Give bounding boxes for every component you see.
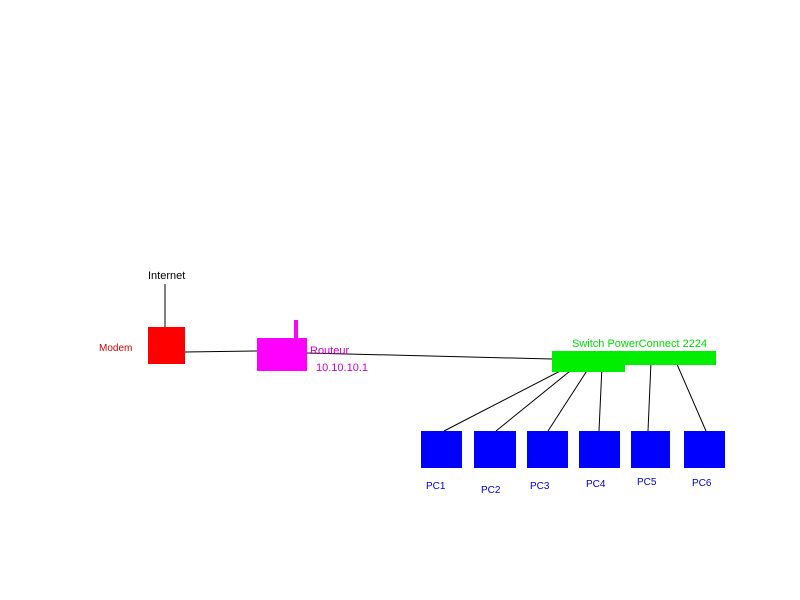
router-ip: 10.10.10.1 (316, 362, 368, 372)
switch-pc2-link (495, 366, 576, 432)
router-switch-link (306, 352, 553, 360)
pc4-label: PC4 (586, 479, 606, 490)
switch-pc6-link (675, 361, 707, 432)
switch-pc5-link (647, 361, 652, 432)
modem-device[interactable] (148, 327, 185, 364)
pc1-device[interactable] (421, 431, 462, 468)
pc2-device[interactable] (474, 431, 516, 468)
pc5-label: PC5 (637, 477, 657, 488)
pc2-label: PC2 (481, 485, 501, 496)
modem-label: Modem (99, 343, 133, 354)
pc6-device[interactable] (684, 431, 725, 468)
pc5-device[interactable] (631, 431, 670, 468)
switch-device[interactable] (552, 351, 716, 365)
switch-device-base (552, 364, 625, 372)
router-antenna (294, 320, 298, 338)
pc3-device[interactable] (527, 431, 568, 468)
switch-label: Switch PowerConnect 2224 (572, 338, 708, 350)
pc3-label: PC3 (530, 481, 550, 492)
router-label: Routeur (310, 345, 350, 357)
switch-pc4-link (598, 365, 603, 432)
modem-router-link (184, 350, 258, 353)
switch-pc1-link (443, 367, 567, 432)
switch-pc3-link (547, 365, 591, 432)
pc6-label: PC6 (692, 478, 712, 489)
internet-label: Internet (148, 270, 186, 282)
pc1-label: PC1 (426, 481, 446, 492)
router-ip-label: 10.10.10.1 (316, 362, 368, 372)
router-device[interactable] (257, 338, 307, 371)
pc4-device[interactable] (579, 431, 620, 468)
